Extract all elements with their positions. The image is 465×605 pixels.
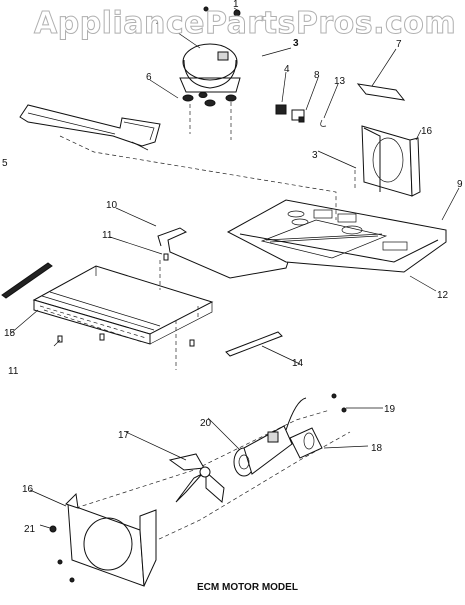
machine-compartment-base <box>226 199 447 273</box>
callout-leaders <box>9 7 460 529</box>
gasket-strips <box>1 262 283 357</box>
motor-bracket <box>289 427 323 459</box>
callout-10: 10 <box>106 200 118 211</box>
relay-overload-group <box>275 104 327 127</box>
callout-21: 21 <box>24 524 36 535</box>
callout-5: 5 <box>2 158 8 169</box>
compressor <box>179 43 241 107</box>
callout-3b: 3 <box>312 150 318 161</box>
callout-8: 8 <box>314 70 320 81</box>
callout-11b: 11 <box>8 366 19 377</box>
callout-16b: 16 <box>22 484 34 495</box>
callout-6: 6 <box>146 72 152 83</box>
callout-15: 15 <box>4 328 16 339</box>
callout-13: 13 <box>334 76 346 87</box>
callout-17: 17 <box>118 430 130 441</box>
callout-14: 14 <box>292 358 304 369</box>
callout-1: 1 <box>233 0 239 10</box>
callout-19: 19 <box>384 404 396 415</box>
callout-labels: 1 2 3 3 4 5 6 7 8 9 10 11 11 12 13 14 15… <box>2 0 463 535</box>
drain-tube-part-10 <box>157 227 289 279</box>
assembly-guide-lines <box>59 102 356 549</box>
callout-12: 12 <box>437 290 449 301</box>
condenser-coil <box>32 265 214 345</box>
gasket-strip-part-7 <box>356 83 406 101</box>
callout-7: 7 <box>396 39 402 50</box>
mounting-screws <box>331 393 347 413</box>
callout-16a: 16 <box>421 126 433 137</box>
callout-4: 4 <box>284 64 290 75</box>
callout-18: 18 <box>371 443 383 454</box>
fan-shroud-lower <box>49 492 157 587</box>
ecm-fan-motor <box>233 397 307 477</box>
watermark-text: AppliancePartsPros.com <box>33 6 457 42</box>
drain-pan <box>19 104 161 147</box>
callout-9: 9 <box>457 179 463 190</box>
model-caption: ECM MOTOR MODEL <box>197 582 298 593</box>
callout-11a: 11 <box>102 230 113 241</box>
fan-shroud-upper <box>361 125 421 197</box>
fan-blade <box>168 453 225 503</box>
callout-3: 3 <box>293 38 299 49</box>
callout-2: 2 <box>156 16 162 27</box>
callout-20: 20 <box>200 418 212 429</box>
screw-part-1 <box>203 6 241 17</box>
grommets <box>57 253 195 347</box>
